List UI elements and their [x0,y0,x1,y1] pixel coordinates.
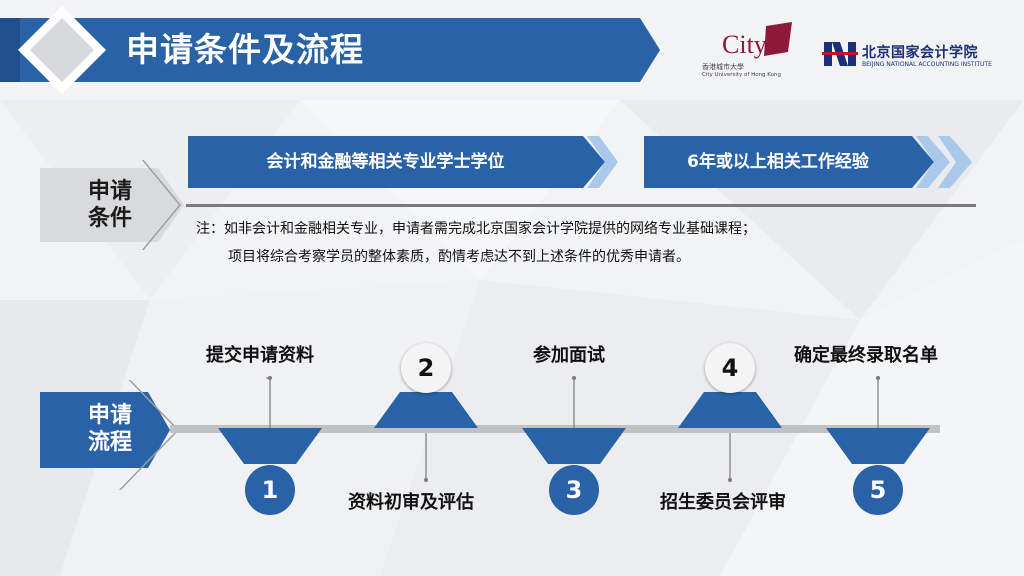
step-3-label: 参加面试 [533,345,605,366]
step-1-label: 提交申请资料 [206,345,314,366]
process-label: 申请 流程 [70,402,150,456]
bnai-english-name: BEIJING NATIONAL ACCOUNTING INSTITUTE [862,61,992,68]
process-label-line2: 流程 [87,430,132,455]
step-3-number: 3 [549,465,599,515]
condition-arrow-2 [644,136,972,188]
step-5-label: 确定最终录取名单 [794,345,938,366]
step-4-label: 招生委员会评审 [660,492,786,513]
step-2-label: 资料初审及评估 [348,492,474,513]
conditions-note-line1: 注：如非会计和金融相关专业，申请者需完成北京国家会计学院提供的网络专业基础课程； [196,221,756,237]
step-4-number: 4 [705,343,755,393]
conditions-label: 申请 条件 [70,178,150,232]
cityu-chinese-name: 香港城市大學 [702,63,744,71]
condition-item-1: 会计和金融等相关专业学士学位 [266,152,505,172]
title-banner [0,6,660,94]
step-2-number: 2 [401,343,451,393]
step-5-number: 5 [853,465,903,515]
cityu-tag-icon [764,22,792,56]
page-title: 申请条件及流程 [126,30,364,69]
conditions-divider [186,204,976,207]
cityu-logo: CityU 香港城市大學 City University of Hong Kon… [698,22,798,82]
bnai-logo: 北京国家会计学院 BEIJING NATIONAL ACCOUNTING INS… [822,40,1012,80]
cityu-english-name: City University of Hong Kong [702,72,781,78]
condition-arrow-1 [188,136,618,188]
bnai-chinese-name: 北京国家会计学院 [862,45,978,61]
process-timeline [170,376,940,482]
bnai-mark-icon [822,42,858,66]
conditions-note-line2: 项目将综合考察学员的整体素质，酌情考虑达不到上述条件的优秀申请者。 [228,249,690,265]
step-1-number: 1 [245,465,295,515]
condition-item-2: 6年或以上相关工作经验 [687,152,869,172]
cityu-wordmark: CityU [722,30,786,59]
conditions-label-line2: 条件 [87,206,132,231]
process-label-line1: 申请 [87,403,132,428]
conditions-side-tab [40,160,184,250]
conditions-label-line1: 申请 [87,179,132,204]
